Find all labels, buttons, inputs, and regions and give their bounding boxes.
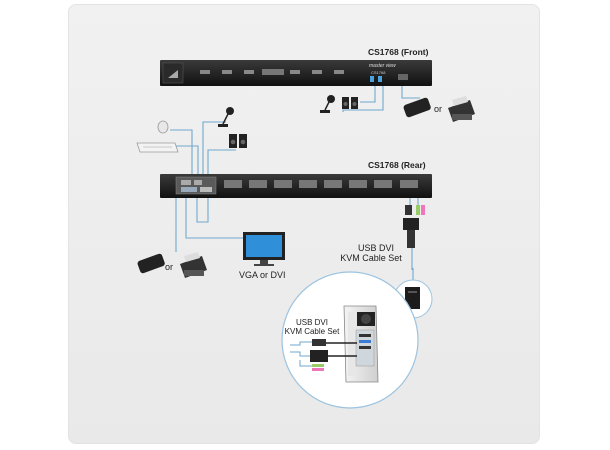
or-front: or xyxy=(434,104,442,114)
kvm-switch-rear xyxy=(160,174,432,198)
cable-connector-icon xyxy=(403,205,425,248)
speakers-icon-front xyxy=(342,97,358,109)
printer-icon-rear xyxy=(180,252,207,278)
monitor-icon xyxy=(243,232,285,266)
rear-title: CS1768 (Rear) xyxy=(368,160,426,170)
microphone-icon-front xyxy=(320,95,335,113)
cable-label-inner-2: KVM Cable Set xyxy=(280,327,344,336)
mouse-icon xyxy=(158,121,168,133)
or-left: or xyxy=(165,262,173,272)
monitor-label: VGA or DVI xyxy=(239,270,286,280)
cable-label-outer-1: USB DVI xyxy=(343,243,409,253)
cable-label-inner-1: USB DVI xyxy=(286,318,338,327)
speakers-icon-console xyxy=(229,134,247,148)
printer-icon-front xyxy=(448,96,475,122)
cable-label-outer-2: KVM Cable Set xyxy=(333,253,409,263)
external-drive-icon-rear xyxy=(137,253,166,274)
external-drive-icon-front xyxy=(403,97,432,118)
brand-line-2: CS1768 xyxy=(371,70,385,75)
brand-line-1: master view xyxy=(369,63,396,69)
front-title: CS1768 (Front) xyxy=(368,47,428,57)
microphone-icon-console xyxy=(218,107,234,127)
pc-magnifier-large xyxy=(282,272,418,408)
keyboard-icon xyxy=(137,143,178,152)
pc-tower-icon xyxy=(344,306,378,382)
